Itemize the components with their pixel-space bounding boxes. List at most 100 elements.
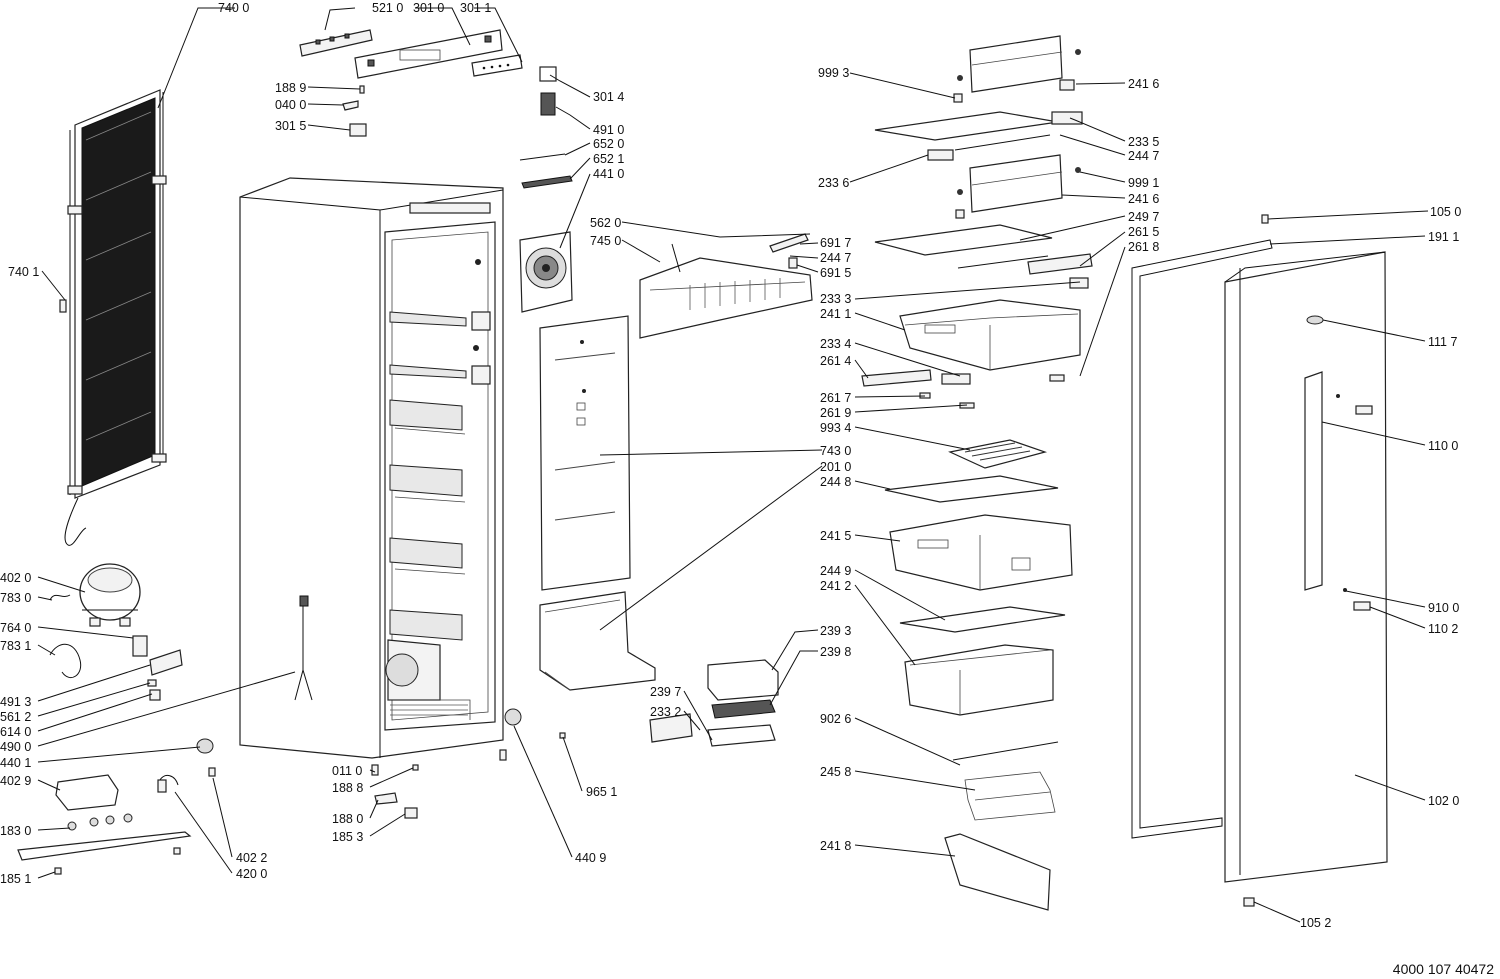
label-740-0: 740 0 <box>218 1 249 15</box>
label-402-0: 402 0 <box>0 571 31 585</box>
label-910-0: 910 0 <box>1428 601 1459 615</box>
label-239-3: 239 3 <box>820 624 851 638</box>
compressor-plate <box>17 813 192 875</box>
dryer-filter <box>132 635 148 657</box>
fan-assembly <box>519 231 573 313</box>
hinge <box>374 792 398 805</box>
freezer-drawer <box>904 644 1054 716</box>
switch <box>540 92 556 116</box>
label-244-7-b: 244 7 <box>1128 149 1159 163</box>
label-233-4: 233 4 <box>820 337 851 351</box>
label-241-6-b: 241 6 <box>1128 192 1159 206</box>
rail-bracket <box>941 373 971 385</box>
label-440-1: 440 1 <box>0 756 31 770</box>
slide <box>1049 374 1065 382</box>
label-241-2: 241 2 <box>820 579 851 593</box>
suction-pipe <box>49 643 82 678</box>
label-999-1: 999 1 <box>1128 176 1159 190</box>
label-420-0: 420 0 <box>236 867 267 881</box>
label-440-9: 440 9 <box>575 851 606 865</box>
middle-balcony <box>969 154 1063 213</box>
label-993-4: 993 4 <box>820 421 851 435</box>
label-441-0: 441 0 <box>593 167 624 181</box>
label-691-7: 691 7 <box>820 236 851 250</box>
bracket <box>342 100 359 111</box>
label-241-1: 241 1 <box>820 307 851 321</box>
label-233-5: 233 5 <box>1128 135 1159 149</box>
pipe <box>49 594 71 601</box>
label-652-0: 652 0 <box>593 137 624 151</box>
label-902-6: 902 6 <box>820 712 851 726</box>
label-233-3: 233 3 <box>820 292 851 306</box>
shelf-trim <box>954 134 1051 151</box>
label-491-0: 491 0 <box>593 123 624 137</box>
label-239-7: 239 7 <box>650 685 681 699</box>
label-102-0: 102 0 <box>1428 794 1459 808</box>
label-244-8: 244 8 <box>820 475 851 489</box>
label-491-3: 491 3 <box>0 695 31 709</box>
label-402-9: 402 9 <box>0 774 31 788</box>
capacitor <box>149 689 161 701</box>
heater <box>157 779 167 793</box>
control-cover <box>471 54 523 77</box>
label-301-1: 301 1 <box>460 1 491 15</box>
filter-cover <box>948 439 1048 469</box>
relay-box <box>149 649 183 676</box>
led-board <box>521 175 573 189</box>
shelf-holder <box>1051 111 1083 125</box>
foot <box>371 764 379 776</box>
drip-tray <box>55 774 119 811</box>
label-301-4: 301 4 <box>593 90 624 104</box>
clip <box>953 93 963 103</box>
control-board <box>299 29 373 57</box>
label-261-8: 261 8 <box>1128 240 1159 254</box>
clip <box>955 209 965 219</box>
rail <box>1027 253 1093 275</box>
grommet <box>196 738 214 754</box>
label-490-0: 490 0 <box>0 740 31 754</box>
shelf-trim <box>957 255 1049 269</box>
hinge-pin <box>1261 214 1269 224</box>
clip <box>208 767 216 777</box>
foot <box>499 749 507 761</box>
glass-shelf <box>899 606 1066 633</box>
compressor <box>79 563 141 627</box>
screw <box>957 189 963 195</box>
leader-lines <box>37 7 1429 923</box>
label-691-5: 691 5 <box>820 266 851 280</box>
control-panel <box>354 29 503 79</box>
clip <box>919 392 931 399</box>
glass-shelf <box>874 111 1059 141</box>
ice-box <box>649 659 779 747</box>
label-110-0: 110 0 <box>1428 439 1458 453</box>
label-185-1: 185 1 <box>0 872 31 886</box>
label-244-7-a: 244 7 <box>820 251 851 265</box>
label-562-0: 562 0 <box>590 216 621 230</box>
label-plate <box>539 66 557 82</box>
hinge-cover <box>404 807 418 819</box>
label-241-6-a: 241 6 <box>1128 77 1159 91</box>
label-185-3: 185 3 <box>332 830 363 844</box>
screw <box>359 85 365 94</box>
door-balcony <box>944 833 1051 911</box>
label-105-2: 105 2 <box>1300 916 1331 930</box>
label-301-5: 301 5 <box>275 119 306 133</box>
cabinet <box>239 177 504 759</box>
label-261-7: 261 7 <box>820 391 851 405</box>
label-241-8: 241 8 <box>820 839 851 853</box>
label-740-1: 740 1 <box>8 265 39 279</box>
label-183-0: 183 0 <box>0 824 31 838</box>
label-783-1: 783 1 <box>0 639 31 653</box>
label-105-0: 105 0 <box>1430 205 1461 219</box>
label-521-0: 521 0 <box>372 1 403 15</box>
relay <box>147 679 157 687</box>
label-561-2: 561 2 <box>0 710 31 724</box>
label-652-1: 652 1 <box>593 152 624 166</box>
trim-strip <box>952 741 1059 761</box>
heater-wire <box>159 774 179 786</box>
condenser-coil <box>59 89 167 546</box>
label-239-8: 239 8 <box>820 645 851 659</box>
label-614-0: 614 0 <box>0 725 31 739</box>
screw <box>559 732 566 739</box>
